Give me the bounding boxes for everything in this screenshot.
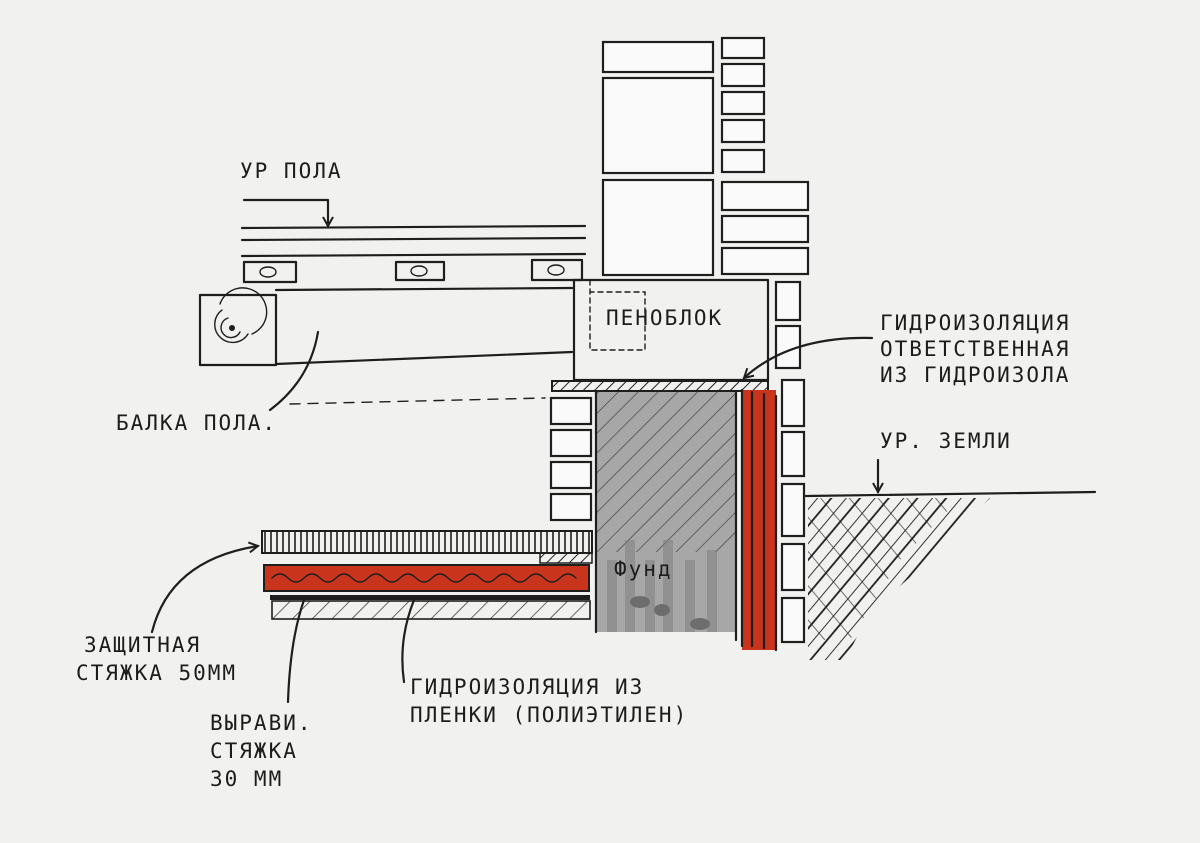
wall-brick [720,148,766,174]
waterproofing-label-line3: ИЗ ГИДРОИЗОЛА [880,363,1070,387]
floor-board-line [240,224,587,230]
foundation-brick [549,492,593,522]
wall-brick [780,378,806,428]
insulation-wave [271,573,577,583]
protective-screed-leader [150,546,258,634]
beam-core [229,325,235,331]
wall-block [601,40,715,74]
waterproofing-strip [551,380,769,392]
ground-level-line [804,490,1097,498]
foundation-concrete-hatch [596,392,736,552]
film-waterproofing-label-line2: ПЛЕНКИ (ПОЛИЭТИЛЕН) [410,703,688,727]
waterproofing-leader [744,336,874,378]
floor-joist [530,258,584,282]
floor-level-arrow [242,198,328,226]
foundation-brick [549,428,593,458]
film-waterproofing-leader [401,598,416,684]
ground-level-label: УР. ЗЕМЛИ [880,429,1012,453]
leader-lines [150,198,878,704]
foundation: Фунд [549,378,806,652]
floor-beam-section [198,293,278,367]
waterproofing-label-line2: ОТВЕТСТВЕННАЯ [880,337,1070,361]
foundation-brick [549,460,593,490]
beam-bottom-line [274,350,574,366]
floor-assembly [198,224,587,405]
slab-joint-detail [539,552,593,564]
floor-slab-layers [261,530,593,620]
floor-joist [394,260,446,282]
waterproofing-label-line1: ГИДРОИЗОЛЯЦИЯ [880,311,1070,335]
beam-growth-rings [214,287,268,344]
beam-dashed-line [289,397,546,405]
earth-hatching-cross [808,498,960,640]
leveling-screed-label-line2: СТЯЖКА [210,739,298,763]
upper-wall [601,36,810,277]
wall-brick [780,542,806,592]
wall-brick [720,62,766,88]
ground [804,490,1097,660]
floor-board-line [240,236,587,242]
wall-brick [780,430,806,478]
leveling-screed-leader [286,598,306,704]
film-waterproofing-layer [270,595,590,600]
protective-screed-label-line1: ЗАЩИТНАЯ [84,633,201,657]
vertical-insulation-red [742,390,776,650]
joist-end-grain [547,264,565,276]
wall-block [601,178,715,277]
protective-screed-layer [261,530,593,554]
foundation-marker-streaks [607,540,717,632]
insulation-layer-red [263,564,590,592]
foundation-label: Фунд [614,557,673,581]
protective-screed-label-line2: СТЯЖКА 50ММ [76,661,237,685]
floor-beam-label: БАЛКА ПОЛА. [116,411,277,435]
wall-brick [720,180,810,212]
foam-block-label: ПЕНОБЛОК [606,306,723,330]
film-waterproofing-label-line1: ГИДРОИЗОЛЯЦИЯ ИЗ [410,675,644,699]
foundation-aggregate [690,618,710,630]
floor-joist [242,260,298,284]
floor-board-line [240,252,587,258]
joist-end-grain [259,266,277,278]
foam-block-dashed-detail [589,279,646,351]
wall-brick [720,214,810,244]
leveling-screed-label-line3: 30 ММ [210,767,283,791]
wall-brick [774,280,802,322]
wall-brick [720,246,810,276]
floor-beam-leader [268,330,320,412]
wall-brick [720,90,766,116]
foundation-brick [549,396,593,426]
foundation-aggregate [630,596,650,608]
wall-brick [780,482,806,538]
wall-block [601,76,715,175]
beam-top-line [274,286,574,292]
foundation-aggregate [654,604,670,616]
wall-brick [780,596,806,644]
wall-brick [720,36,766,60]
leveling-screed-label-line1: ВЫРАВИ. [210,711,313,735]
joist-end-grain [410,265,428,277]
wall-brick [720,118,766,144]
leveling-screed-layer [271,600,591,620]
floor-level-label: УР ПОЛА [240,159,343,183]
